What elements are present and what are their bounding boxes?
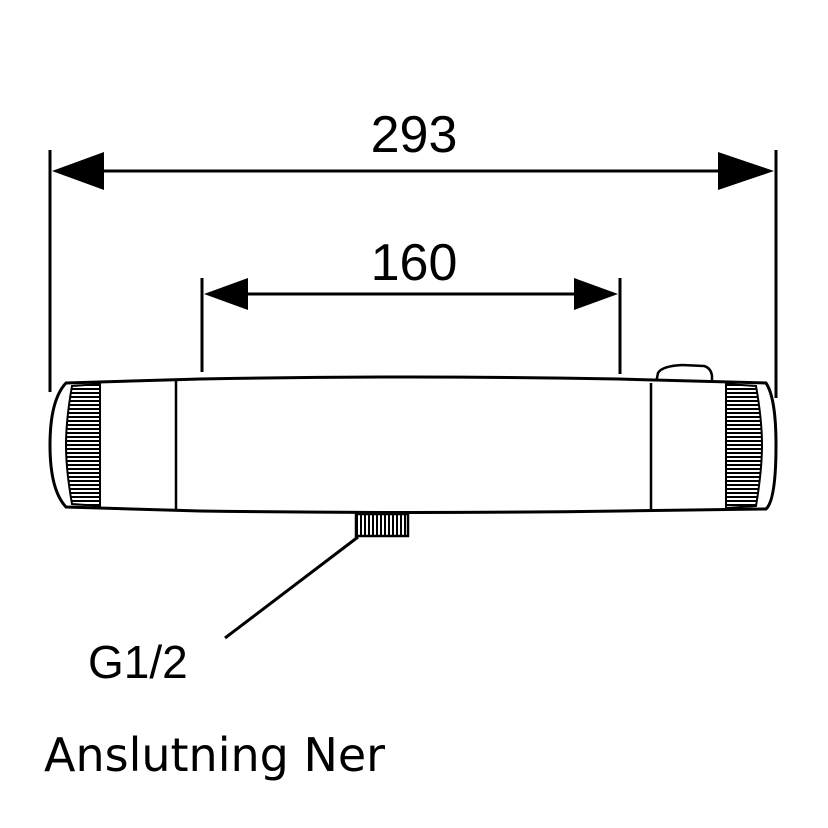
thread-size-label: G1/2 [88, 636, 188, 688]
overall-length-dimension: 293 [48, 106, 778, 398]
arrowhead-left-overall [52, 152, 104, 190]
right-knurled-grip [725, 382, 764, 510]
arrowhead-right-overall [718, 152, 774, 190]
arrowhead-left-inlet [204, 278, 248, 310]
safety-stop-button [654, 363, 714, 384]
arrowhead-right-inlet [574, 278, 618, 310]
connection-caption: Anslutning Ner [44, 728, 386, 782]
thread-leader-line [224, 535, 359, 640]
left-knurled-grip [64, 382, 101, 508]
body-outline [48, 375, 778, 514]
overall-length-label: 293 [371, 106, 458, 164]
outlet-connection-thread [354, 512, 410, 538]
inlet-spacing-dimension: 160 [200, 234, 622, 374]
inlet-spacing-label: 160 [371, 234, 458, 292]
thermostat-body [48, 363, 778, 538]
